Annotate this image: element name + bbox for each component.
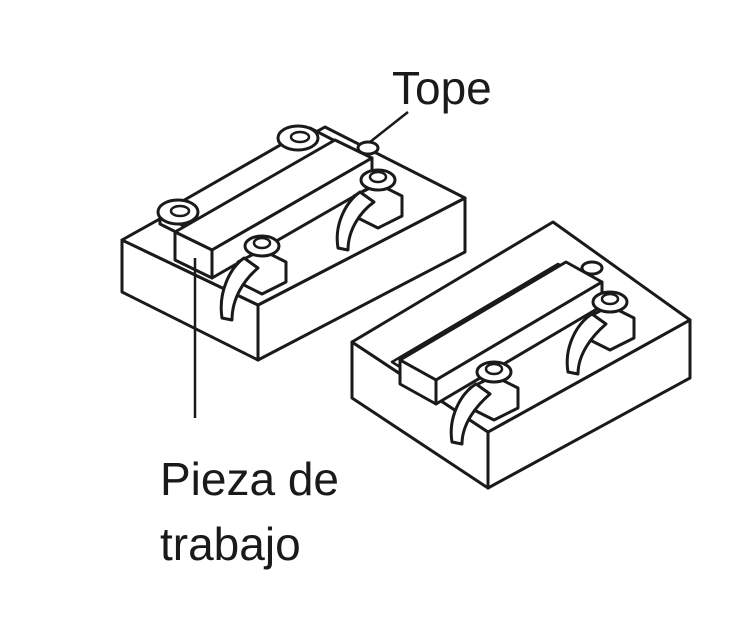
left-fixture bbox=[120, 124, 467, 362]
left-clamp-back bbox=[335, 168, 404, 252]
left-clamp-back-screw bbox=[368, 170, 388, 184]
left-clamp-back-lever bbox=[335, 190, 376, 252]
right-clamp-back-lever bbox=[565, 312, 608, 376]
right-clamp-back bbox=[565, 290, 636, 376]
left-post-back-hole bbox=[289, 130, 311, 144]
left-clamp-front-screw bbox=[252, 236, 272, 250]
left-stop-pin bbox=[356, 140, 380, 156]
left-post-back bbox=[276, 124, 320, 152]
right-clamp-front-screw bbox=[484, 362, 504, 376]
left-post-front-hole bbox=[169, 204, 191, 218]
stop-label: Tope bbox=[392, 62, 492, 114]
workpiece-label-line1: Pieza de bbox=[160, 453, 339, 505]
left-post-front bbox=[156, 198, 200, 226]
workpiece-label-line2: trabajo bbox=[160, 518, 301, 570]
left-clamp-front-lever bbox=[219, 256, 260, 322]
stop-leader-line bbox=[369, 111, 409, 143]
right-clamp-back-screw bbox=[600, 292, 620, 306]
right-clamp-front bbox=[449, 360, 520, 446]
right-clamp-front-lever bbox=[449, 382, 492, 446]
left-clamp-front bbox=[219, 234, 288, 322]
right-fixture bbox=[350, 220, 692, 490]
right-stop-pin bbox=[580, 260, 604, 276]
